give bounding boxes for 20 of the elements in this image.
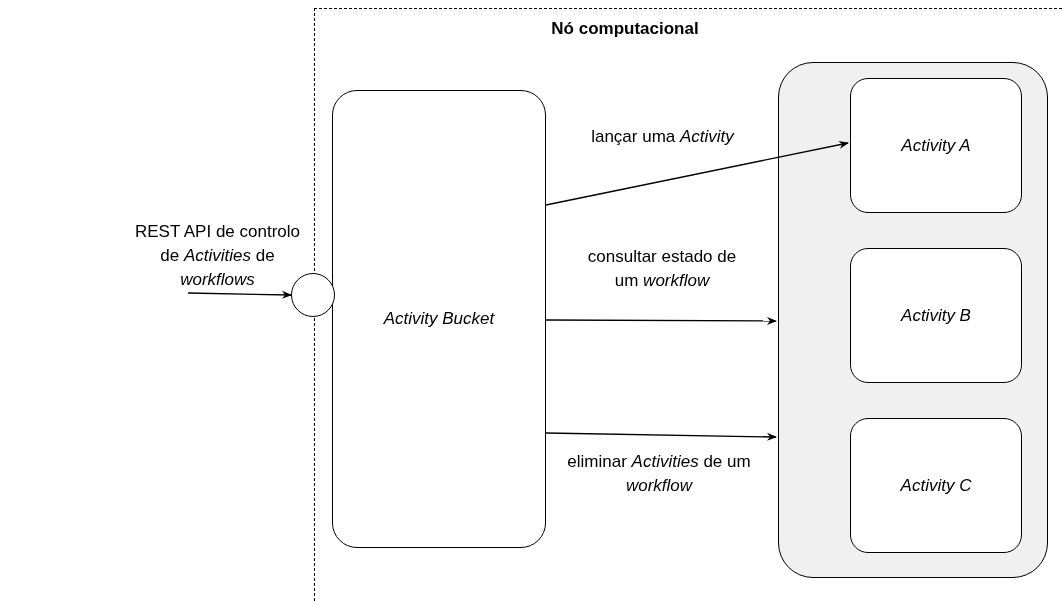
component-label: Activity C [900, 475, 972, 496]
edge-label: eliminar Activities de um workflow [566, 451, 752, 497]
activity-box [850, 248, 1022, 383]
arrow [545, 140, 849, 206]
arrow [545, 432, 777, 441]
component-box [332, 90, 546, 548]
region-title: Nó computacional [551, 19, 699, 39]
component-label: Activity Bucket [383, 309, 495, 329]
arrow [545, 316, 777, 325]
edge-label: lançar uma Activity [590, 126, 736, 148]
dashed-region [314, 8, 1062, 601]
component-label: Activity B [901, 305, 971, 326]
activity-box [850, 418, 1022, 553]
container-box [778, 62, 1048, 578]
interface-circle [291, 273, 335, 317]
component-label: Activity A [901, 135, 971, 156]
activity-box [850, 78, 1022, 213]
arrow [187, 290, 292, 299]
edge-label: consultar estado de um workflow [586, 246, 738, 292]
edge-label: REST API de controlo de Activities de workflows [133, 221, 302, 291]
